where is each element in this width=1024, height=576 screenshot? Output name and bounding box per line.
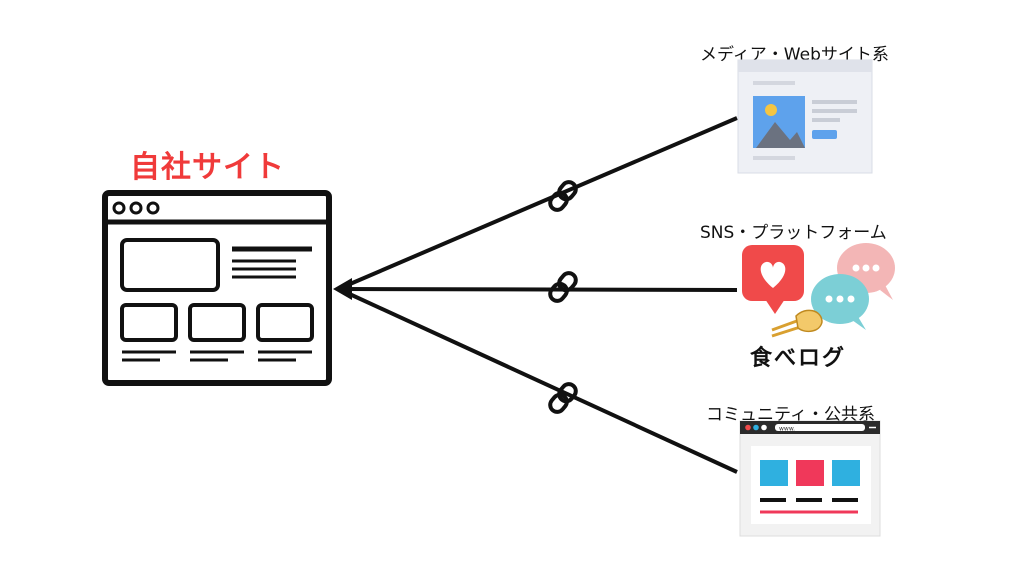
chain-link-icon bbox=[545, 177, 581, 215]
tabelog-brand-text: 食べログ bbox=[750, 346, 847, 371]
address-bar-text: www. bbox=[779, 426, 795, 433]
main-site-title: 自社サイト bbox=[130, 150, 285, 185]
community-label: コミュニティ・公共系 bbox=[706, 405, 875, 425]
backlink-arrows bbox=[333, 116, 738, 474]
own-site-wireframe-icon bbox=[102, 190, 332, 386]
community-site-icon: www. bbox=[739, 420, 881, 537]
chain-link-icon bbox=[545, 268, 581, 306]
sns-platform-icon bbox=[742, 243, 895, 338]
media-website-icon bbox=[737, 59, 873, 174]
chopsticks-hand-icon bbox=[771, 309, 823, 338]
sns-platform-label: SNS・プラットフォーム bbox=[700, 223, 887, 243]
